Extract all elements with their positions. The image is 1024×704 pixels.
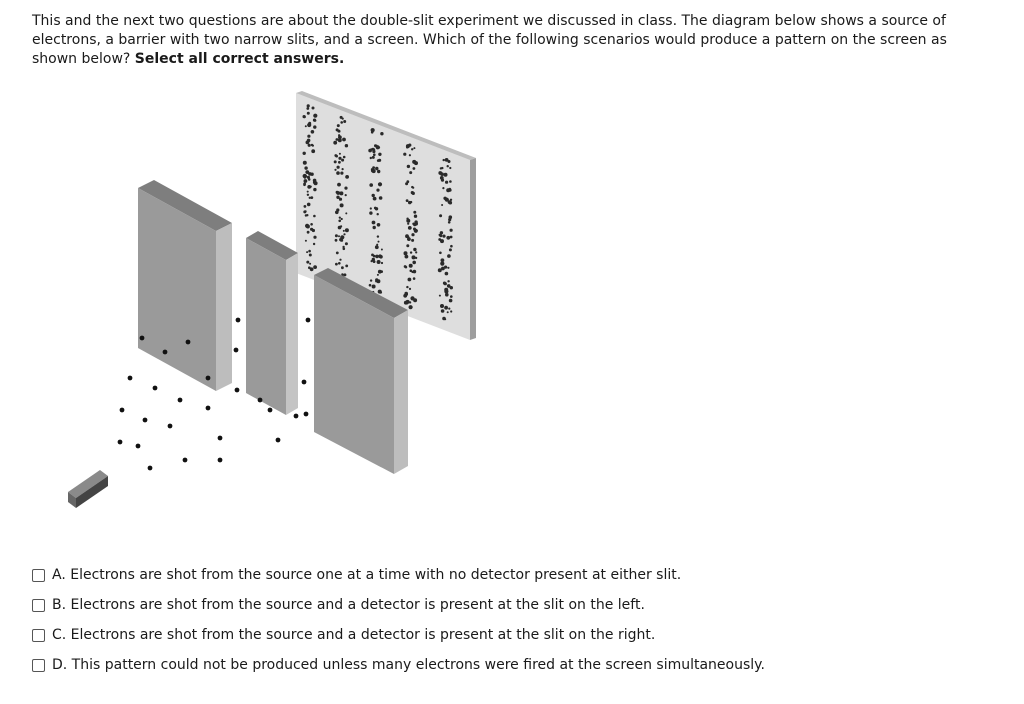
checkbox-d[interactable] — [32, 658, 45, 672]
electron-dots — [117, 317, 311, 471]
answer-label-d: D. This pattern could not be produced un… — [52, 657, 765, 673]
answer-option-a[interactable]: A. Electrons are shot from the source on… — [32, 560, 932, 590]
answer-option-d[interactable]: D. This pattern could not be produced un… — [32, 650, 932, 680]
barrier-left — [138, 180, 232, 391]
checkbox-a[interactable] — [32, 568, 45, 582]
checkbox-b[interactable] — [32, 598, 45, 612]
electron-source — [68, 470, 108, 508]
barrier-right — [314, 268, 408, 474]
answer-label-b: B. Electrons are shot from the source an… — [52, 597, 645, 613]
answer-options: A. Electrons are shot from the source on… — [32, 560, 932, 680]
interference-fringes — [302, 104, 453, 321]
answer-option-b[interactable]: B. Electrons are shot from the source an… — [32, 590, 932, 620]
question-prompt: This and the next two questions are abou… — [32, 12, 992, 69]
double-slit-diagram — [60, 88, 480, 518]
answer-label-c: C. Electrons are shot from the source an… — [52, 627, 656, 643]
question-text: This and the next two questions are abou… — [32, 13, 947, 67]
question-instruction: Select all correct answers. — [134, 51, 345, 67]
checkbox-c[interactable] — [32, 628, 45, 642]
answer-label-a: A. Electrons are shot from the source on… — [52, 567, 682, 583]
barrier-middle — [246, 231, 298, 415]
answer-option-c[interactable]: C. Electrons are shot from the source an… — [32, 620, 932, 650]
